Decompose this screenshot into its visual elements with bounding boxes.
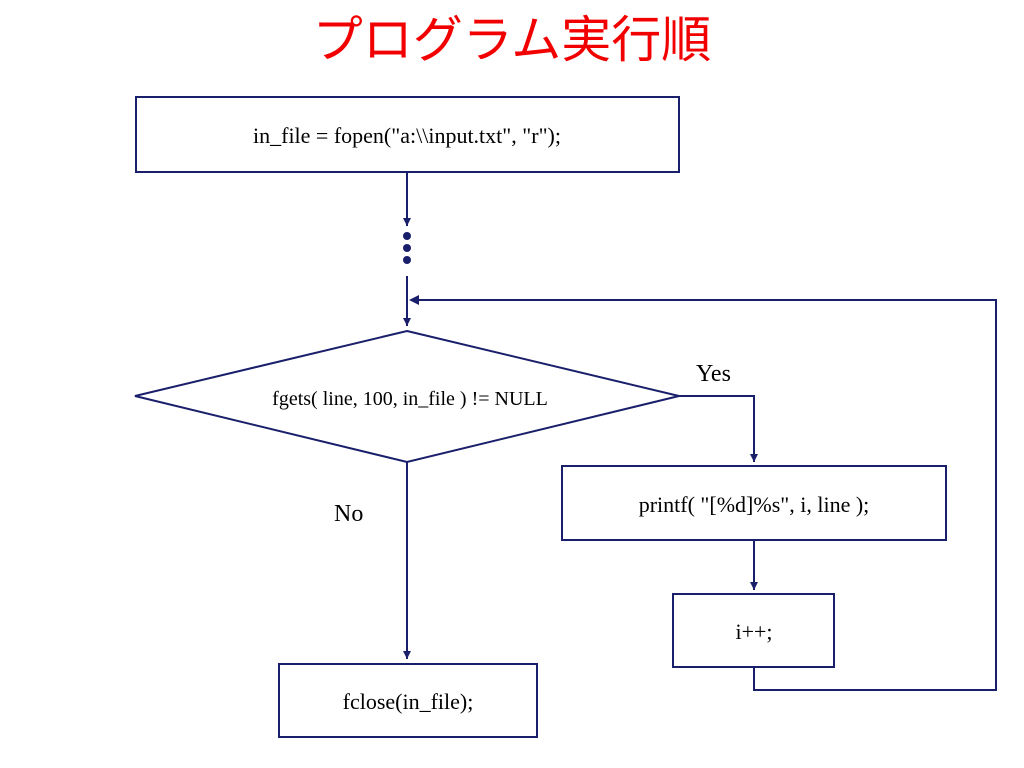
fopen-box [135,96,680,173]
no-label: No [334,501,363,527]
fclose-box [278,663,538,738]
printf-label: printf( "[%d]%s", i, line ); [639,492,870,517]
yes-label: Yes [696,361,731,387]
decision-label: fgets( line, 100, in_file ) != NULL [272,388,548,410]
loop-return-line [417,299,997,691]
yes-branch-line [679,395,758,462]
ellipsis-dot-1 [403,232,411,240]
ellipsis-dot-2 [403,244,411,252]
loop-return-arrowhead [409,295,419,305]
increment-box [672,593,835,668]
fclose-label: fclose(in_file); [343,689,474,714]
page-title: プログラム実行順 [312,11,712,69]
ellipsis-dot-3 [403,256,411,264]
printf-box [561,465,947,541]
fopen-label: in_file = fopen("a:\\input.txt", "r"); [253,123,561,148]
increment-label: i++; [735,619,772,644]
